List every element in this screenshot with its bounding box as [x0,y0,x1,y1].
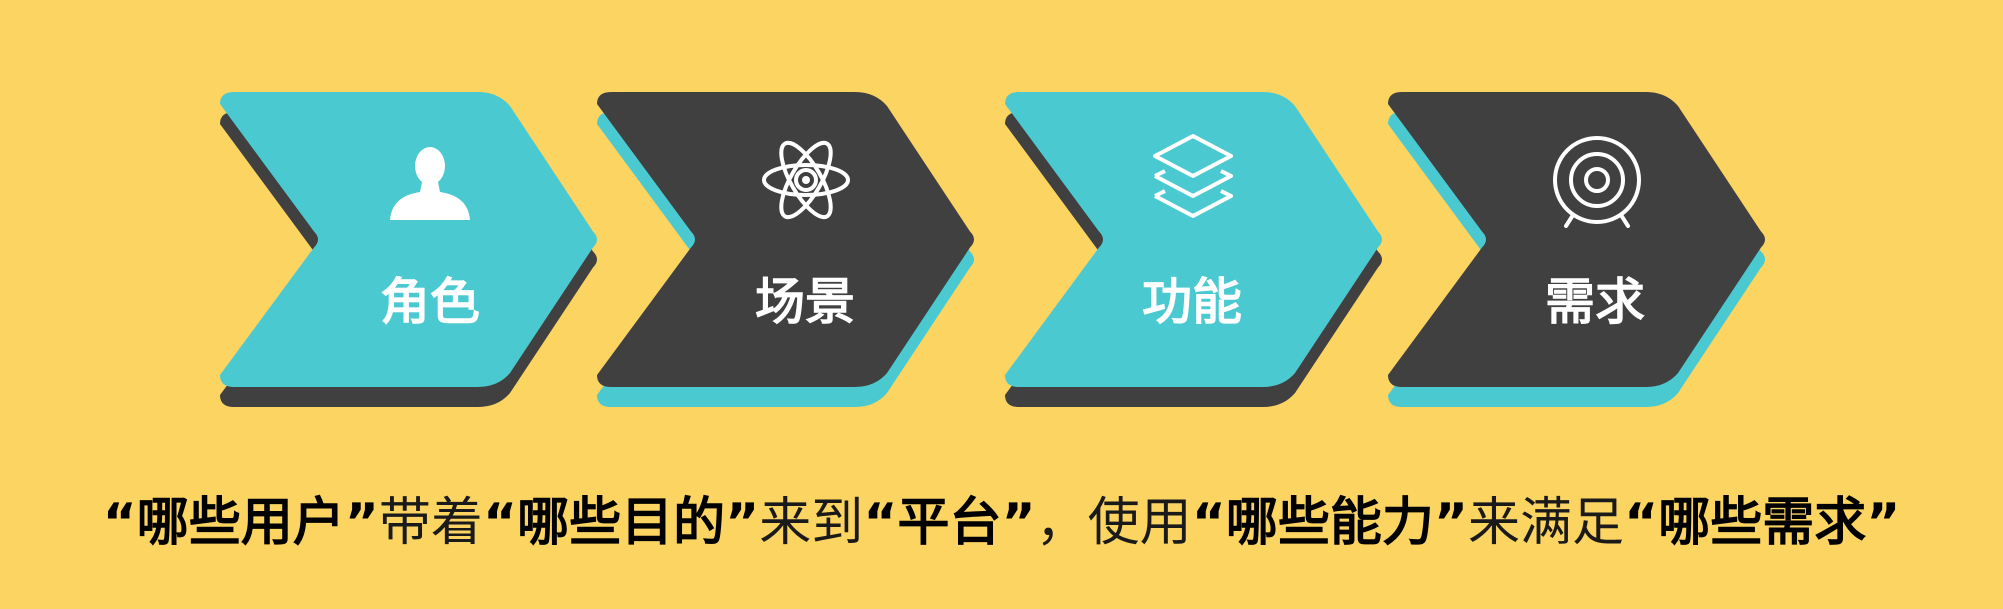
caption-segment: 来到 [759,493,864,553]
chevron-step [220,92,597,387]
layers-icon [1153,134,1233,218]
chevron-step [1388,92,1765,387]
chevron-step [1005,92,1382,387]
caption-segment: “哪些目的” [482,493,760,553]
caption-segment: 来满足 [1468,493,1625,553]
caption: “哪些用户”带着“哪些目的”来到“平台”，使用“哪些能力”来满足“哪些需求” [0,488,2003,558]
target-icon [1553,136,1641,228]
caption-segment: “哪些用户” [102,493,379,553]
atom-icon [762,140,850,220]
step-label-function: 功能 [1142,273,1242,331]
step-label-scene: 场景 [755,273,855,331]
caption-segment: “哪些需求” [1624,493,1901,553]
caption-segment: 带着 [378,493,483,553]
step-label-demand: 需求 [1545,273,1645,331]
user-icon [390,147,470,220]
step-label-role: 角色 [380,273,480,331]
caption-segment: ，使用 [1035,493,1192,553]
chevron-step [597,92,974,387]
caption-segment: “平台” [863,493,1036,553]
caption-segment: “哪些能力” [1191,493,1469,553]
